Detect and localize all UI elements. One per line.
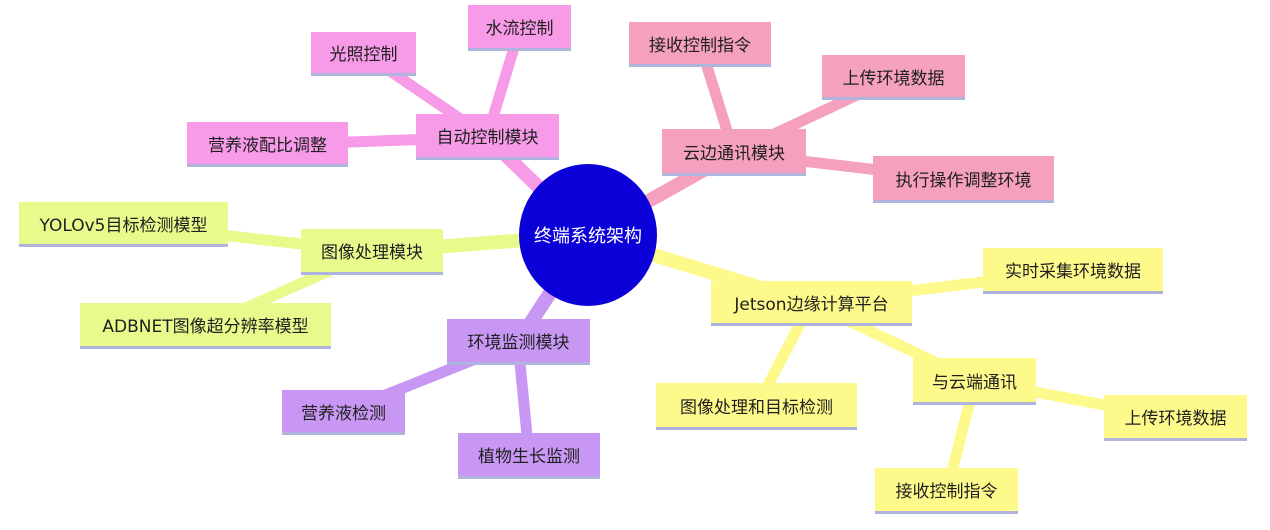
cloud-edge-module[interactable]: 云边通讯模块 (662, 129, 806, 176)
env-monitor-module[interactable]: 环境监测模块 (447, 319, 590, 365)
water-flow-control[interactable]: 水流控制 (468, 5, 571, 51)
nutrient-detection[interactable]: 营养液检测 (282, 390, 405, 435)
root-node[interactable]: 终端系统架构 (519, 164, 657, 306)
adbnet-superres-model[interactable]: ADBNET图像超分辨率模型 (80, 303, 331, 349)
nutrient-ratio-adjust[interactable]: 营养液配比调整 (187, 122, 348, 167)
upload-env-data[interactable]: 上传环境数据 (822, 55, 965, 100)
execute-adjust-env[interactable]: 执行操作调整环境 (873, 156, 1054, 203)
jetson-upload-env-data[interactable]: 上传环境数据 (1104, 395, 1247, 441)
image-processing-module[interactable]: 图像处理模块 (301, 229, 443, 275)
yolov5-detection-model[interactable]: YOLOv5目标检测模型 (19, 202, 228, 247)
jetson-receive-control-cmd[interactable]: 接收控制指令 (875, 468, 1018, 514)
auto-control-module[interactable]: 自动控制模块 (416, 114, 559, 160)
light-control[interactable]: 光照控制 (311, 32, 416, 76)
realtime-collect-env[interactable]: 实时采集环境数据 (983, 248, 1163, 294)
image-processing-detection[interactable]: 图像处理和目标检测 (656, 383, 857, 430)
jetson-edge-platform[interactable]: Jetson边缘计算平台 (711, 281, 912, 326)
receive-control-cmd[interactable]: 接收控制指令 (629, 22, 771, 67)
cloud-communication[interactable]: 与云端通讯 (913, 358, 1036, 405)
plant-growth-monitor[interactable]: 植物生长监测 (458, 433, 600, 479)
